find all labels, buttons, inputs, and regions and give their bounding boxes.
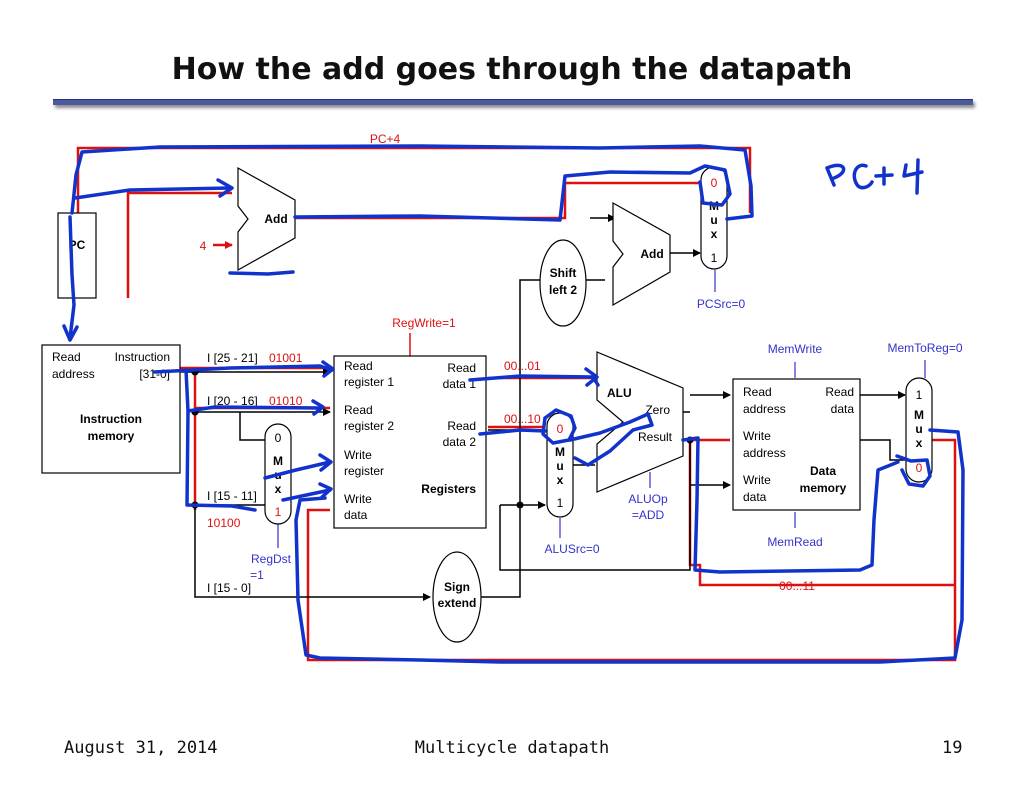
black-wires [180, 214, 906, 601]
dm-name-2: memory [800, 481, 847, 495]
memtoreg-mux-x: x [916, 436, 923, 450]
instruction-memory [41, 344, 181, 474]
field-imm: I [15 - 0] [207, 581, 251, 595]
aluop-label-b: =ADD [632, 508, 665, 522]
dm-write-address-2: address [743, 446, 786, 460]
rf-read-reg2-a: Read [344, 403, 373, 417]
alusrc-mux-m: M [555, 445, 565, 459]
alusrc-mux-u: u [556, 459, 563, 473]
add-pc-label: Add [264, 212, 287, 226]
im-instruction-2: [31-0] [139, 367, 170, 381]
rf-write-reg-a: Write [344, 448, 372, 462]
value-rd2: 00...10 [504, 412, 541, 426]
handdrawn-annotations [62, 144, 965, 664]
dm-write-address-1: Write [743, 429, 771, 443]
slide-title: How the add goes through the datapath [171, 52, 853, 87]
regwrite-label: RegWrite=1 [392, 316, 456, 330]
footer-title: Multicycle datapath [414, 738, 610, 758]
pcsrc-mux-m: M [709, 199, 719, 213]
rf-read-data1-a: Read [447, 361, 476, 375]
rf-read-data2-b: data 2 [443, 435, 477, 449]
add-branch-label: Add [640, 247, 663, 261]
im-read-address-1: Read [52, 350, 81, 364]
pc-label: PC [69, 238, 86, 252]
value-result: 00...11 [779, 579, 815, 593]
rf-write-data-b: data [344, 508, 368, 522]
shift-left-2 [539, 239, 587, 327]
rf-read-reg2-b: register 2 [344, 419, 394, 433]
dm-write-data-1: Write [743, 473, 771, 487]
memtoreg-mux-u: u [915, 422, 922, 436]
im-instruction-1: Instruction [115, 350, 170, 364]
field-rs: I [25 - 21] [207, 351, 258, 365]
regdst-mux-one: 1 [275, 505, 282, 519]
sign-extend-2: extend [438, 596, 477, 610]
add-branch-adder [612, 201, 671, 307]
register-file [333, 355, 487, 529]
field-rs-val: 01001 [269, 351, 303, 365]
pcsrc-label: PCSrc=0 [697, 297, 746, 311]
footer-page-number: 19 [942, 738, 963, 758]
im-read-address-2: address [52, 367, 95, 381]
alu [596, 351, 684, 493]
im-name-1: Instruction [80, 412, 142, 426]
shift-left-2-line2: left 2 [549, 283, 577, 297]
rf-read-data1-b: data 1 [443, 377, 477, 391]
pc-register [57, 212, 97, 299]
dm-read-data-1: Read [825, 385, 854, 399]
const-four: 4 [200, 239, 207, 253]
dm-name-1: Data [810, 464, 836, 478]
alusrc-mux-zero: 0 [557, 422, 564, 436]
data-memory [732, 378, 861, 511]
memtoreg-label: MemToReg=0 [887, 341, 962, 355]
rf-name: Registers [421, 482, 476, 496]
rf-read-reg1-a: Read [344, 359, 373, 373]
footer-date: August 31, 2014 [64, 738, 218, 758]
memread-label: MemRead [767, 535, 822, 549]
pcsrc-mux-zero: 0 [711, 176, 718, 190]
shift-left-2-line1: Shift [550, 266, 577, 280]
memwrite-label: MemWrite [768, 342, 823, 356]
regdst-mux-m: M [273, 454, 283, 468]
memtoreg-mux-one: 1 [916, 388, 923, 402]
rf-write-reg-b: register [344, 464, 384, 478]
rf-write-data-a: Write [344, 492, 372, 506]
regdst-label-b: =1 [250, 568, 264, 582]
value-rd1: 00...01 [504, 359, 541, 373]
sign-extend-1: Sign [444, 580, 470, 594]
dm-write-data-2: data [743, 490, 767, 504]
field-rt-val: 01010 [269, 394, 303, 408]
control-ticks [277, 270, 926, 548]
alu-zero: Zero [645, 403, 670, 417]
field-rd-val: 10100 [207, 516, 241, 530]
alusrc-mux-x: x [557, 473, 564, 487]
sign-extend [432, 551, 482, 643]
dm-read-address-1: Read [743, 385, 772, 399]
dm-read-address-2: address [743, 402, 786, 416]
title-rule [53, 99, 973, 105]
pcsrc-mux-x: x [711, 227, 718, 241]
pc-plus4-label: PC+4 [370, 132, 401, 146]
rf-read-data2-a: Read [447, 419, 476, 433]
regdst-mux-x: x [275, 482, 282, 496]
field-rt: I [20 - 16] [207, 394, 258, 408]
alu-result: Result [638, 430, 673, 444]
regdst-label-a: RegDst [251, 552, 292, 566]
memtoreg-mux-m: M [914, 408, 924, 422]
regdst-mux-zero: 0 [275, 431, 282, 445]
pcsrc-mux-u: u [710, 213, 717, 227]
pcsrc-mux-one: 1 [711, 251, 718, 265]
alu-name: ALU [607, 386, 632, 400]
add-pc-adder [237, 166, 296, 272]
dm-read-data-2: data [831, 402, 855, 416]
memtoreg-mux-zero: 0 [916, 461, 923, 475]
im-name-2: memory [88, 429, 135, 443]
aluop-label-a: ALUOp [628, 492, 668, 506]
field-rd: I [15 - 11] [207, 489, 257, 503]
alusrc-label: ALUSrc=0 [544, 542, 599, 556]
alusrc-mux-one: 1 [557, 496, 564, 510]
rf-read-reg1-b: register 1 [344, 375, 394, 389]
